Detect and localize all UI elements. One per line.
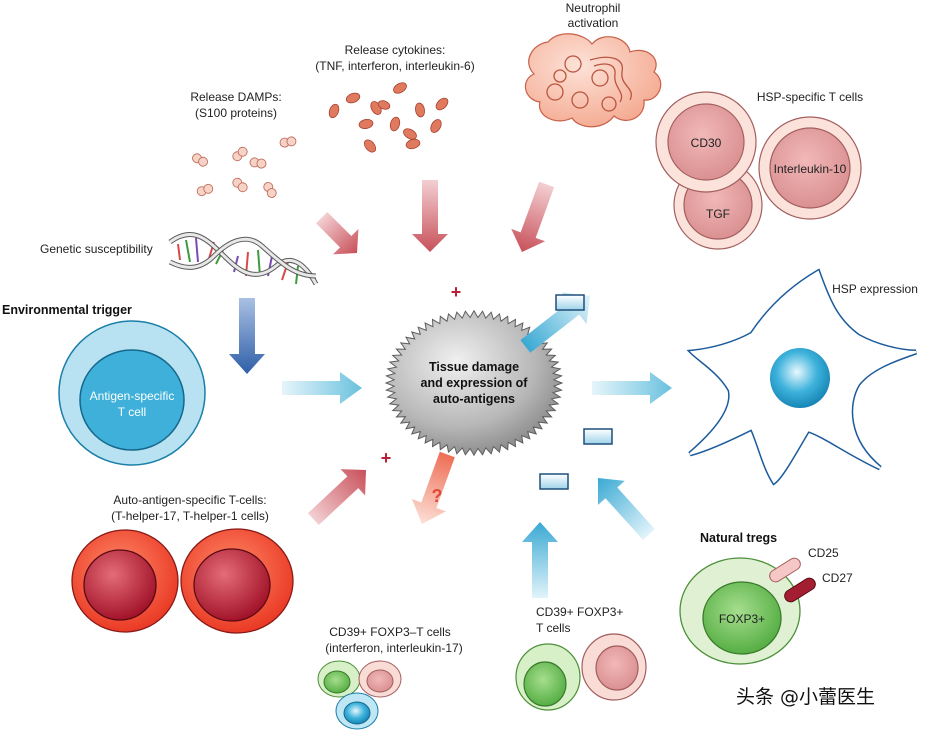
arrow-genetic bbox=[229, 298, 265, 374]
label-environmental: Environmental trigger bbox=[2, 303, 132, 317]
arrow-natural-tregs bbox=[598, 478, 655, 540]
label-genetic: Genetic susceptibility bbox=[40, 242, 153, 256]
watermark: 头条 @小蕾医生 bbox=[736, 686, 875, 708]
cd27-receptor bbox=[784, 577, 816, 603]
label-cd25: CD25 bbox=[808, 546, 839, 560]
arrow-neutrophil bbox=[511, 181, 555, 252]
arrow-auto-antigen bbox=[307, 469, 366, 525]
cytokine-particles bbox=[328, 82, 449, 153]
arrow-hsp-expression bbox=[592, 372, 672, 404]
label-hsp-expression: HSP expression bbox=[832, 282, 918, 296]
label-damps-2: (S100 proteins) bbox=[195, 106, 277, 120]
damp-particles bbox=[192, 136, 297, 198]
arrow-cd39-pos bbox=[522, 522, 558, 598]
center-line-2: and expression of bbox=[421, 376, 529, 390]
label-cytokines-1: Release cytokines: bbox=[345, 43, 446, 57]
tissue-damage-center: Tissue damage and expression of auto-ant… bbox=[384, 309, 564, 457]
label-neutrophil-2: activation bbox=[568, 16, 619, 30]
label-damps-1: Release DAMPs: bbox=[190, 90, 281, 104]
label-auto-antigen-2: (T-helper-17, T-helper-1 cells) bbox=[111, 509, 269, 523]
label-cd39-neg-1: CD39+ FOXP3–T cells bbox=[329, 625, 451, 639]
center-line-1: Tissue damage bbox=[429, 360, 519, 374]
cd30-label: CD30 bbox=[691, 136, 722, 150]
foxp3-label: FOXP3+ bbox=[719, 612, 765, 626]
cd39-foxp3-neg-cells bbox=[317, 660, 402, 730]
label-cd39-pos-1: CD39+ FOXP3+ bbox=[536, 605, 623, 619]
antigen-rect-2 bbox=[583, 428, 613, 445]
cd39-foxp3-pos-cells bbox=[515, 633, 647, 711]
tgf-label: TGF bbox=[706, 207, 730, 221]
neutrophil-cell bbox=[524, 33, 662, 128]
antigen-specific-t-cell: Antigen-specific T cell bbox=[58, 320, 206, 466]
center-line-3: auto-antigens bbox=[433, 392, 515, 406]
question-mark: ? bbox=[432, 486, 443, 506]
label-hsp-tcells: HSP-specific T cells bbox=[757, 90, 863, 104]
label-neutrophil-1: Neutrophil bbox=[566, 1, 621, 15]
antigen-rect-1 bbox=[555, 294, 585, 311]
antigen-rect-3 bbox=[539, 473, 569, 490]
antigen-specific-label-1: Antigen-specific bbox=[90, 389, 175, 403]
plus-sign-top: + bbox=[451, 282, 462, 302]
hsp-specific-t-cells: CD30 Interleukin-10 TGF bbox=[655, 91, 862, 250]
label-cytokines-2: (TNF, interferon, interleukin-6) bbox=[315, 59, 474, 73]
interleukin10-label: Interleukin-10 bbox=[774, 162, 847, 176]
plus-sign-left: + bbox=[381, 448, 392, 468]
arrow-cytokines bbox=[412, 180, 448, 252]
label-natural-tregs: Natural tregs bbox=[700, 531, 777, 545]
auto-antigen-t-cells bbox=[71, 528, 294, 634]
arrow-cd39-neg bbox=[411, 451, 455, 524]
arrow-damps bbox=[315, 211, 359, 255]
natural-tregs-cell: FOXP3+ bbox=[679, 557, 816, 665]
label-cd39-pos-2: T cells bbox=[536, 621, 570, 635]
antigen-specific-label-2: T cell bbox=[118, 405, 146, 419]
label-cd39-neg-2: (interferon, interleukin-17) bbox=[325, 641, 462, 655]
label-auto-antigen-1: Auto-antigen-specific T-cells: bbox=[113, 493, 266, 507]
hsp-expression-cell bbox=[686, 268, 917, 486]
dna-helix bbox=[168, 231, 319, 286]
tissue-damage-shape bbox=[384, 309, 564, 457]
arrow-environmental bbox=[282, 372, 362, 404]
label-cd27: CD27 bbox=[822, 571, 853, 585]
cd25-receptor bbox=[769, 557, 801, 583]
